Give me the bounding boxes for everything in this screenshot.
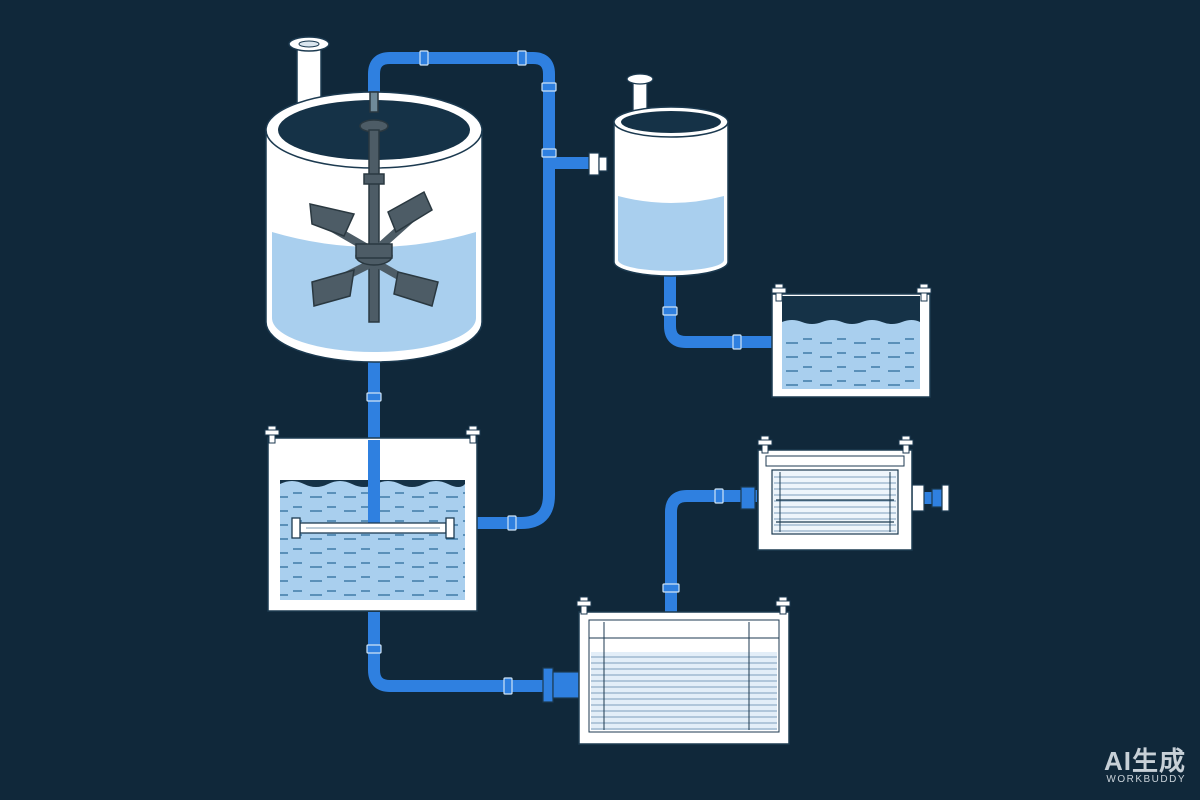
- pipe-network: [368, 52, 946, 692]
- storage-tank: [613, 73, 729, 277]
- settling-tank: [264, 425, 481, 612]
- filtration-tank: [576, 596, 791, 745]
- watermark-main-text: AI生成: [1103, 746, 1186, 776]
- agitator: [309, 91, 439, 323]
- pipe-filter-tank-to-membrane: [665, 490, 757, 612]
- pipe-mixer-top-to-column: [368, 52, 555, 529]
- watermark-sub-text: WORKBUDDY: [1106, 774, 1186, 785]
- watermark: AI生成 WORKBUDDY: [1104, 748, 1186, 786]
- mixing-tank: [265, 36, 483, 363]
- diffuser-bar: [291, 517, 455, 539]
- pipe-settling-to-filter-tank: [368, 612, 582, 692]
- pipe-couplings: [366, 50, 742, 695]
- pipe-flanges: [542, 152, 950, 703]
- collection-basin: [771, 283, 932, 398]
- pipe-small-tank-to-basin: [664, 276, 775, 348]
- membrane-filter-unit: [757, 435, 914, 551]
